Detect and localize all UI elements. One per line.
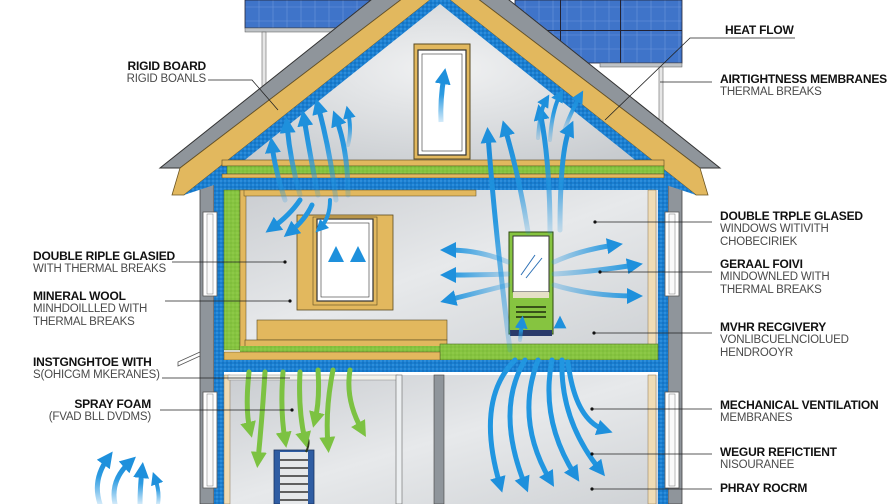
airflow-arrows-attic-left	[265, 98, 356, 237]
label-title: PHRAY ROCRM	[720, 481, 808, 495]
heat-flow-arrows-outside	[94, 451, 164, 504]
label-double-triple-glazed: DOUBLE TRPLE GLASED WINDOWS WITIVITH CHO…	[720, 210, 863, 249]
label-general-foam: GERAAL FOIVI MINDOWNLED WITH THERMAL BRE…	[720, 257, 830, 297]
label-title: DOUBLE TRPLE GLASED	[720, 209, 863, 223]
label-sub: NISOURANEE	[720, 459, 795, 471]
label-sub2: THERMAL BREAKS	[33, 316, 135, 328]
leader-dots	[283, 220, 602, 491]
label-sub2: THERMAL BREAKS	[720, 284, 822, 296]
airflow-arrows-ground	[487, 357, 613, 493]
label-sub: WITH THERMAL BREAKS	[33, 263, 166, 275]
label-spray-foam: SPRAY FOAM (FVAD BLL DVDMS)	[49, 398, 151, 424]
attic-window	[413, 43, 471, 160]
attic-floor	[214, 159, 668, 190]
label-sub: MINHDOILLLED WITH	[33, 303, 148, 315]
label-heat-flow: HEAT FLOW	[725, 24, 794, 37]
label-sub: THERMAL BREAKS	[720, 86, 822, 98]
label-sub2: CHOBECIRIEK	[720, 236, 798, 248]
mvhr-unit	[508, 231, 554, 336]
airflow-arrows-central	[480, 89, 584, 353]
roof	[158, 0, 722, 196]
label-title: AIRTIGHTNESS MEMBRANES	[720, 72, 887, 86]
label-weather-efficient: WEGUR REFICTIENT NISOURANEE	[720, 446, 837, 472]
label-airtightness: AIRTIGHTNESS MEMBRANES THERMAL BREAKS	[720, 73, 887, 99]
label-title: GERAAL FOIVI	[720, 257, 803, 271]
leader-lines	[160, 37, 795, 490]
label-sub: RIGID BOANLS	[126, 73, 207, 85]
label-title: RIGID BOARD	[127, 59, 207, 73]
label-sub: MEMBRANES	[720, 412, 793, 424]
label-title: HEAT FLOW	[725, 23, 794, 37]
airflow-arrows-mvhr	[439, 238, 644, 306]
label-sub: WINDOWS WITIVITH	[720, 223, 829, 235]
side-windows	[177, 211, 680, 489]
label-sub2: HENDROOYR	[720, 347, 793, 359]
label-rigid-board: RIGID BOARD RIGID BOANLS	[126, 59, 207, 86]
label-sub: S(OHICGM MKERANES)	[33, 369, 160, 381]
label-title: MECHANICAL VENTILATION	[720, 398, 879, 412]
label-spray-foam-right: PHRAY ROCRM	[720, 482, 807, 495]
label-sub: MINDOWNLED WITH	[720, 271, 830, 283]
label-mvhr-recovery: MVHR RECGIVERY VONLIBCUELNCIOLUED HENDRO…	[720, 321, 849, 360]
label-mechanical-ventilation: MECHANICAL VENTILATION MEMBRANES	[720, 399, 879, 425]
middle-window	[296, 214, 394, 311]
label-title: WEGUR REFICTIENT	[720, 445, 837, 459]
label-sub: VONLIBCUELNCIOLUED	[720, 334, 849, 346]
label-title: INSTGNGHTOE WITH	[33, 355, 152, 369]
label-insulation-membranes: INSTGNGHTOE WITH S(OHICGM MKERANES)	[33, 356, 160, 382]
label-title: MVHR RECGIVERY	[720, 320, 827, 334]
label-mineral-wool: MINERAL WOOL MINHDOILLLED WITH THERMAL B…	[33, 290, 147, 329]
label-title: MINERAL WOOL	[33, 289, 126, 303]
label-title: SPRAY FOAM	[74, 397, 151, 411]
label-title: DOUBLE RIPLE GLASIED	[33, 249, 176, 263]
staircase	[273, 431, 315, 504]
label-sub: (FVAD BLL DVDMS)	[48, 411, 151, 423]
airflow-arrows-green	[240, 367, 366, 468]
label-double-glazed-left: DOUBLE RIPLE GLASIED WITH THERMAL BREAKS	[33, 250, 175, 276]
mid-floor-slab	[214, 343, 668, 372]
